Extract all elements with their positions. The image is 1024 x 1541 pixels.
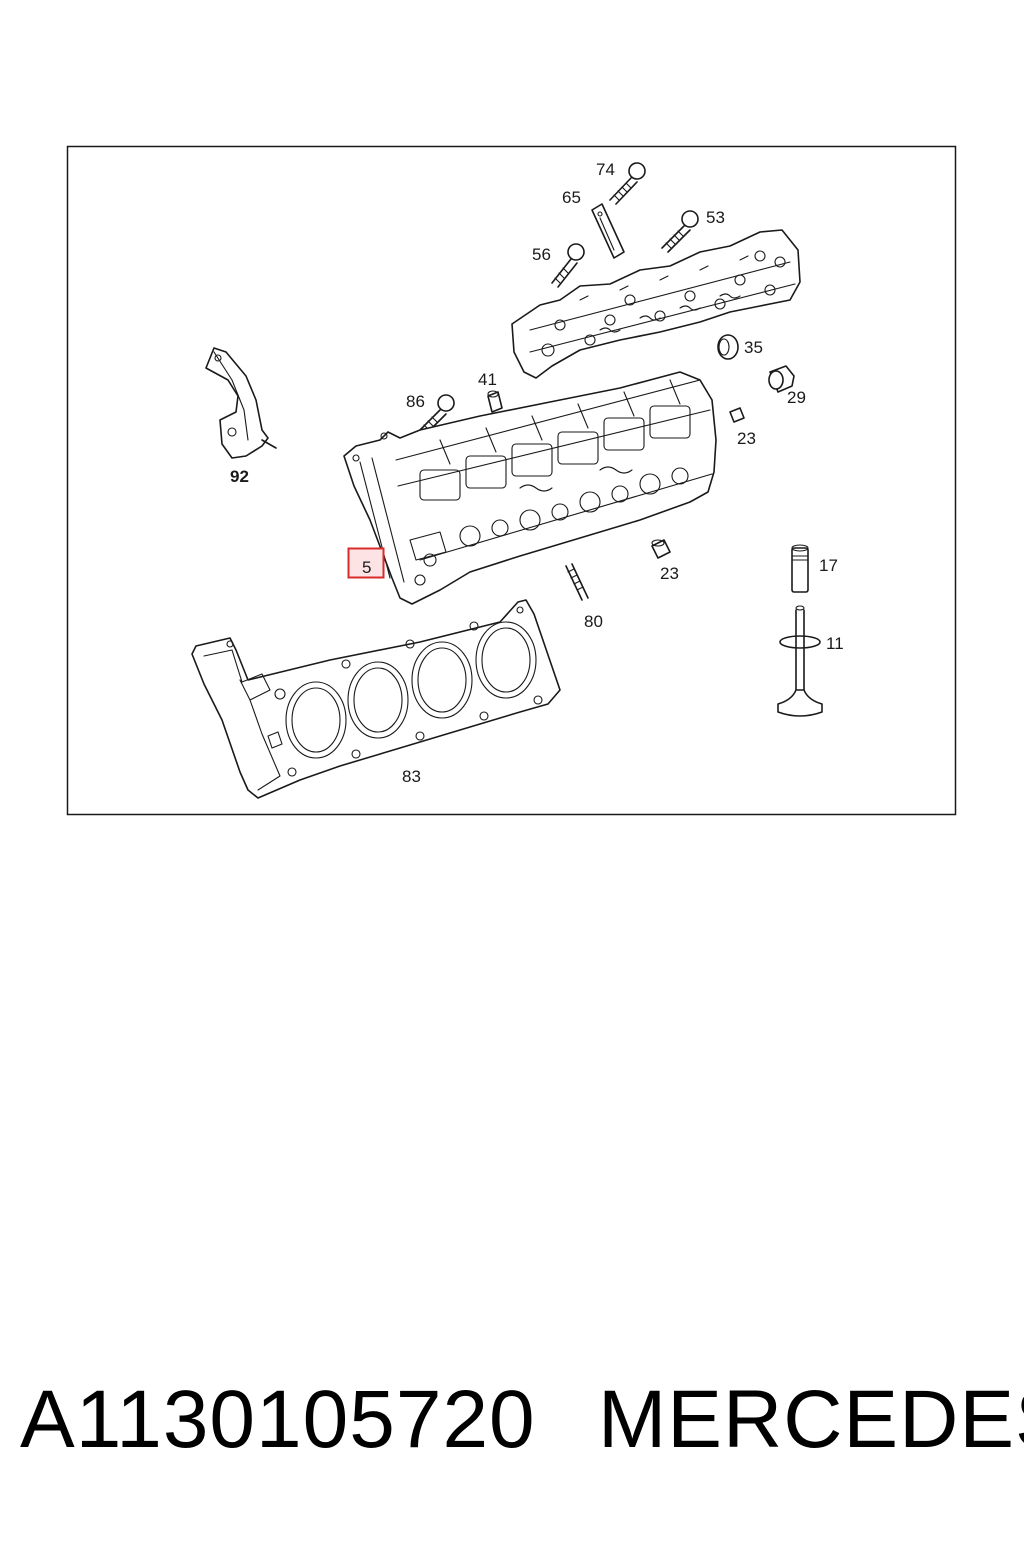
callout-23-upper: 23: [737, 429, 756, 448]
plug-35: [717, 334, 739, 360]
callout-74: 74: [596, 160, 615, 179]
valve-guide-17: [791, 544, 809, 593]
plug-29: [768, 365, 795, 393]
valve-11: [777, 605, 823, 717]
callout-11: 11: [826, 634, 844, 653]
callout-29: 29: [787, 388, 806, 407]
callout-23-lower: 23: [660, 564, 679, 583]
callout-17: 17: [819, 556, 838, 575]
diagram-border: [66, 145, 957, 816]
bolt-56: [551, 243, 585, 288]
bolt-74: [609, 162, 646, 205]
sleeve-23-lower: [651, 539, 671, 559]
highlight-box-5: [347, 547, 385, 579]
cylinder-head-5: [343, 371, 717, 605]
callout-35: 35: [744, 338, 763, 357]
bolt-86: [419, 394, 455, 435]
callout-5: 5: [362, 558, 371, 577]
brand-label: MERCEDES: [598, 1374, 1024, 1465]
callout-56: 56: [532, 245, 551, 264]
stud-80: [565, 563, 589, 601]
sleeve-23-upper: [729, 407, 745, 423]
camshaft-housing: [511, 229, 801, 379]
bracket-92: [205, 347, 277, 459]
part-number-label: A1130105720: [20, 1374, 536, 1465]
pin-41: [487, 390, 503, 413]
callout-83: 83: [402, 767, 421, 786]
callout-92: 92: [230, 467, 249, 486]
head-gasket-83: [191, 599, 561, 799]
callout-80: 80: [584, 612, 603, 631]
callout-41: 41: [478, 370, 497, 389]
callout-65: 65: [562, 188, 581, 207]
bolt-53: [661, 210, 699, 253]
callout-86: 86: [406, 392, 425, 411]
bracket-65: [591, 203, 625, 259]
callout-53: 53: [706, 208, 725, 227]
